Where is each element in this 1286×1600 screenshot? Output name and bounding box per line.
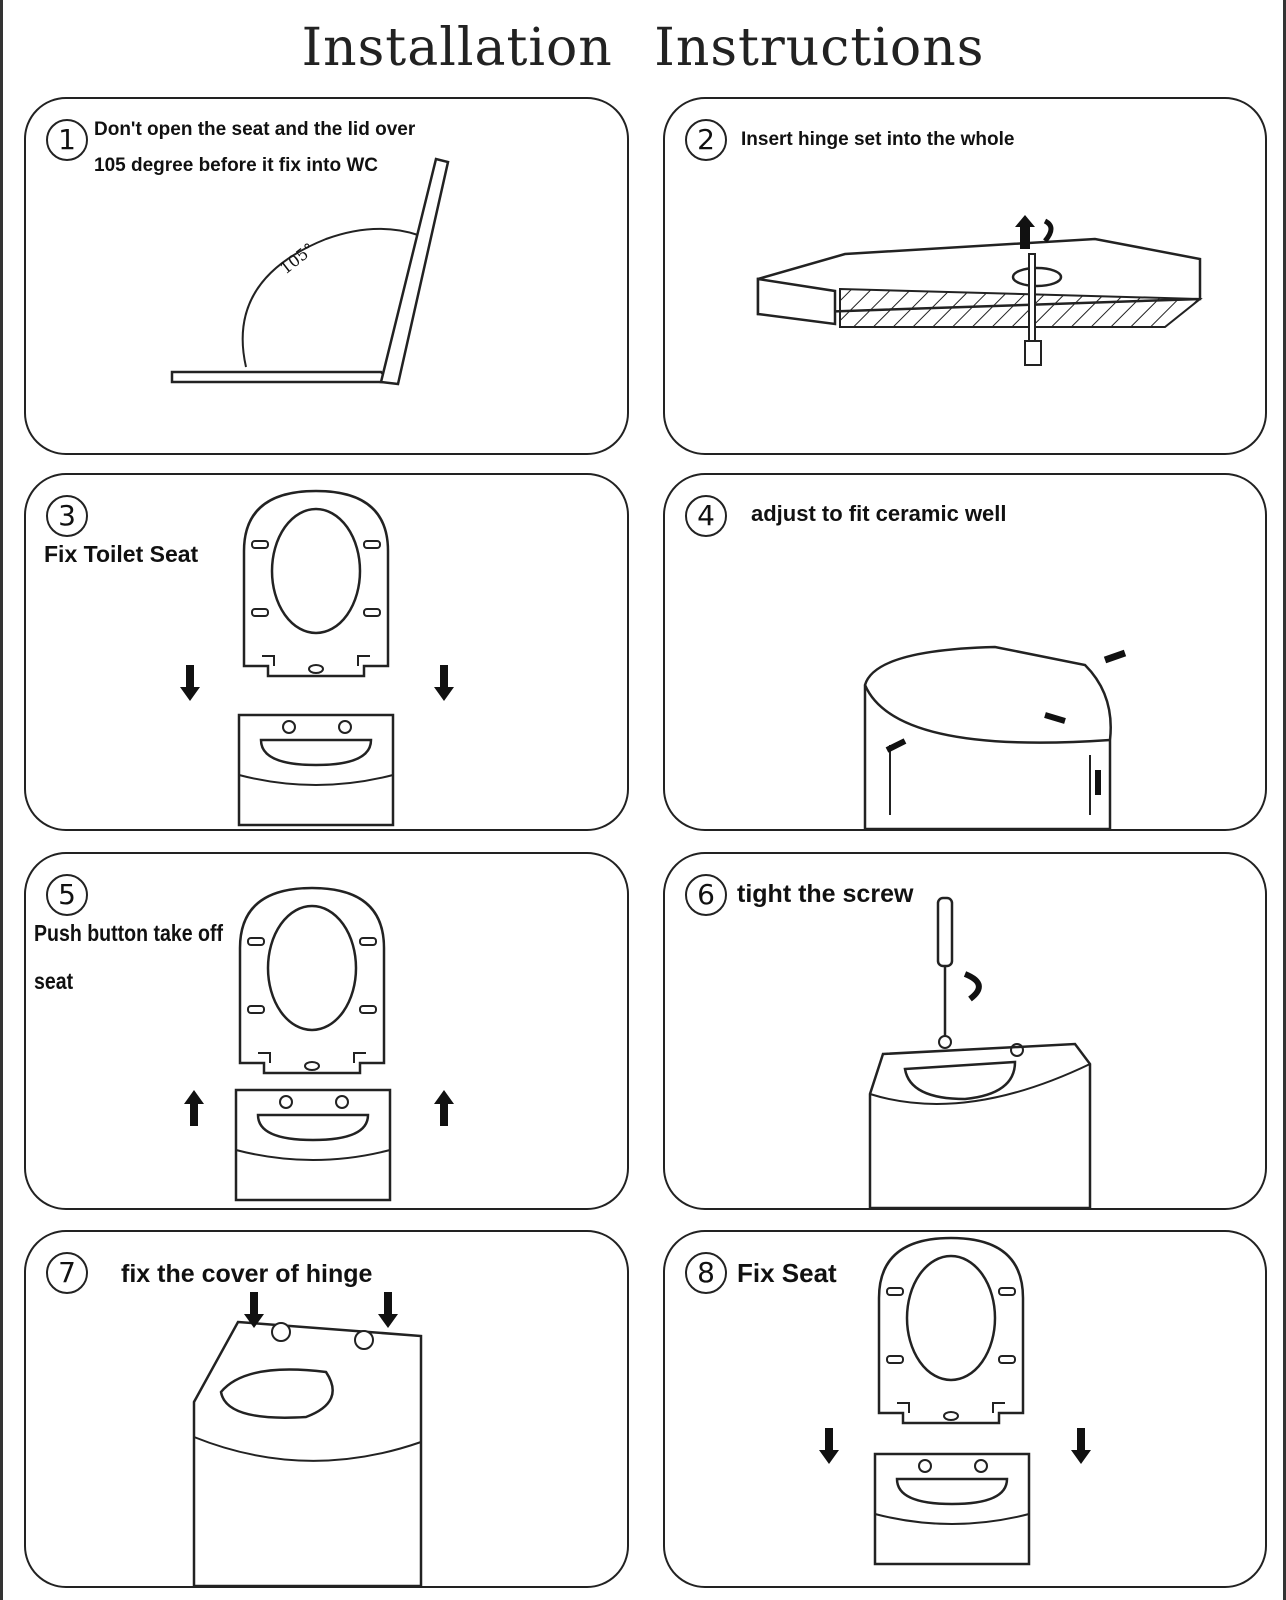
left-border [0, 0, 3, 1600]
step-6-panel: 6 tight the screw [663, 852, 1267, 1210]
step-3-panel: 3 Fix Toilet Seat [24, 473, 629, 831]
step-number-2: 2 [685, 119, 727, 161]
step-4-panel: 4 adjust to fit ceramic well [663, 473, 1267, 831]
step-3-text: Fix Toilet Seat [44, 541, 199, 567]
fix-seat-illustration [180, 489, 454, 827]
step-1-text-line-1: Don't open the seat and the lid over [94, 119, 416, 140]
step-number-1: 1 [46, 119, 88, 161]
remove-seat-illustration [184, 886, 454, 1202]
step-8-text: Fix Seat [737, 1258, 837, 1288]
tighten-screw-illustration [868, 896, 1092, 1208]
adjust-seat-illustration [863, 645, 1127, 829]
step-number-4: 4 [685, 495, 727, 537]
step-4-text: adjust to fit ceramic well [751, 501, 1007, 526]
step-5-text-line-2: seat [34, 968, 74, 994]
step-8-panel: 8 Fix Seat [663, 1230, 1267, 1588]
step-number-5: 5 [46, 874, 88, 916]
step-6-text: tight the screw [737, 880, 914, 908]
step-5-panel: 5 Push button take off seat [24, 852, 629, 1210]
step-number-7: 7 [46, 1252, 88, 1294]
step-number-6: 6 [685, 874, 727, 916]
step-2-text: Insert hinge set into the whole [741, 129, 1015, 150]
hinge-insert-illustration [756, 215, 1203, 366]
seat-angle-illustration [170, 157, 450, 386]
step-5-text-line-1: Push button take off [34, 920, 223, 946]
step-7-text: fix the cover of hinge [121, 1260, 373, 1288]
right-border [1283, 0, 1286, 1600]
hinge-cover-illustration [192, 1292, 423, 1586]
step-number-8: 8 [685, 1252, 727, 1294]
step-7-panel: 7 fix the cover of hinge [24, 1230, 629, 1588]
step-number-3: 3 [46, 495, 88, 537]
step-1-text-line-2: 105 degree before it fix into WC [94, 155, 378, 176]
step-2-panel: 2 Insert hinge set into the whole [663, 97, 1267, 455]
step-1-panel: 1 Don't open the seat and the lid over 1… [24, 97, 629, 455]
page-title: Installation Instructions [301, 18, 985, 78]
